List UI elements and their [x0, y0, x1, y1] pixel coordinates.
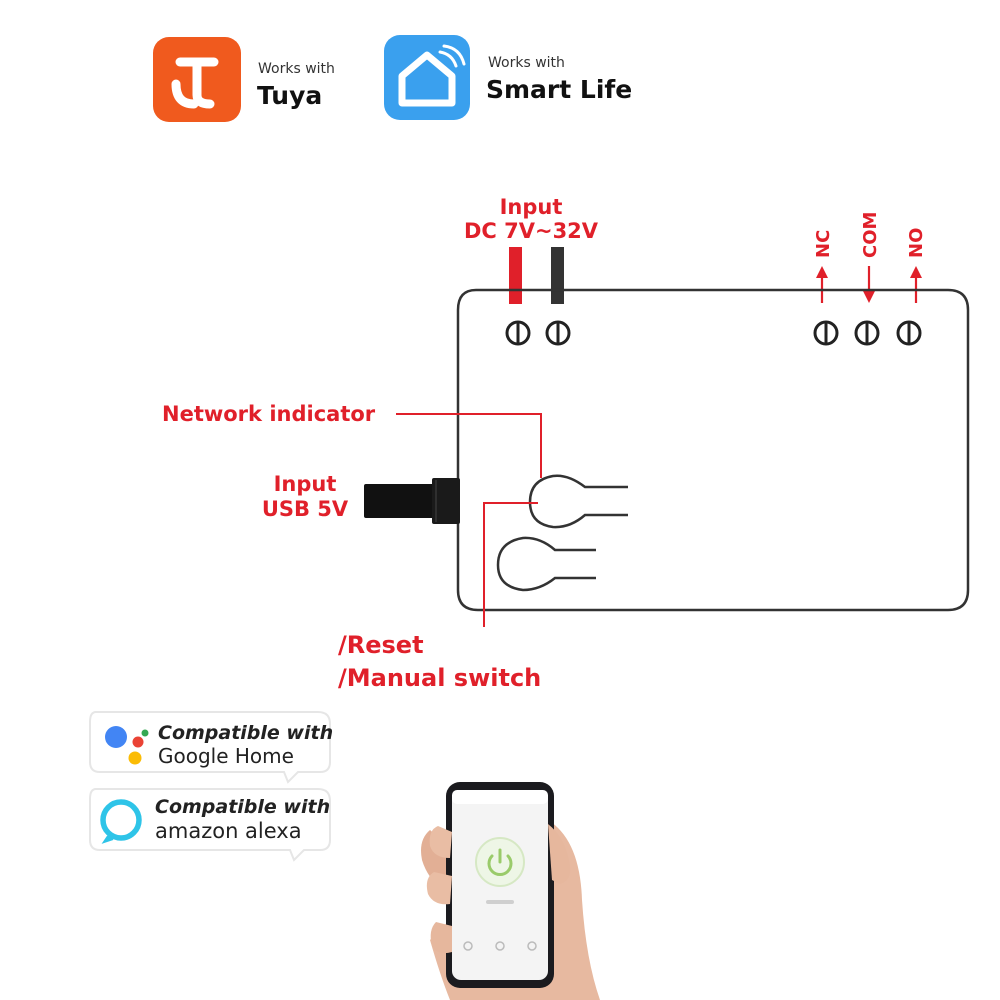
- nc-label: NC: [813, 230, 834, 258]
- terminal-com: [854, 320, 880, 346]
- relay-module-body: [456, 288, 970, 612]
- no-arrow-up-icon: [910, 266, 922, 278]
- smart-life-logo-icon: [384, 35, 470, 120]
- hand-holding-phone: [421, 782, 600, 1000]
- usb-input-label-line2: USB 5V: [262, 497, 349, 521]
- terminal-dc-positive: [505, 320, 531, 346]
- terminal-dc-negative: [545, 320, 571, 346]
- smart-life-badge: Works with Smart Life: [384, 35, 632, 120]
- smart-life-name: Smart Life: [486, 75, 632, 104]
- network-indicator-label: Network indicator: [162, 402, 376, 426]
- google-assistant-icon: [105, 726, 149, 765]
- reset-leader: [483, 502, 538, 627]
- terminals: [505, 320, 922, 346]
- alexa-ring-icon: [100, 799, 142, 844]
- smart-life-works-with: Works with: [488, 55, 565, 71]
- power-icon[interactable]: [487, 848, 513, 876]
- network-indicator-led: [528, 474, 628, 529]
- manual-switch-label: /Manual switch: [338, 664, 541, 692]
- usb-plug: [364, 478, 460, 524]
- tuya-name: Tuya: [257, 81, 322, 110]
- alexa-compat-line2: amazon alexa: [155, 819, 302, 843]
- dc-input-label-line1: Input: [500, 195, 563, 219]
- terminal-no: [896, 320, 922, 346]
- terminal-nc: [813, 320, 839, 346]
- reset-label: /Reset: [338, 631, 424, 659]
- com-arrow-down-icon: [863, 291, 875, 303]
- reset-manual-switch-button[interactable]: [496, 536, 596, 592]
- com-label: COM: [860, 212, 881, 258]
- no-label: NO: [906, 228, 927, 258]
- network-indicator-leader: [396, 413, 542, 478]
- google-compat-line2: Google Home: [158, 744, 294, 768]
- nc-arrow-up-icon: [816, 266, 828, 278]
- relay-arrows: [816, 266, 922, 303]
- alexa-compat-line1: Compatible with: [155, 796, 330, 818]
- google-compat-line1: Compatible with: [158, 722, 333, 744]
- tuya-badge: Works with Tuya: [153, 37, 335, 122]
- tuya-works-with: Works with: [258, 61, 335, 77]
- dc-positive-wire: [509, 247, 522, 304]
- amazon-alexa-badge: Compatible with amazon alexa: [89, 788, 331, 862]
- google-home-badge: Compatible with Google Home: [89, 711, 333, 784]
- usb-input-label-line1: Input: [274, 472, 337, 496]
- dc-input-label-line2: DC 7V~32V: [464, 219, 599, 243]
- dc-negative-wire: [551, 247, 564, 304]
